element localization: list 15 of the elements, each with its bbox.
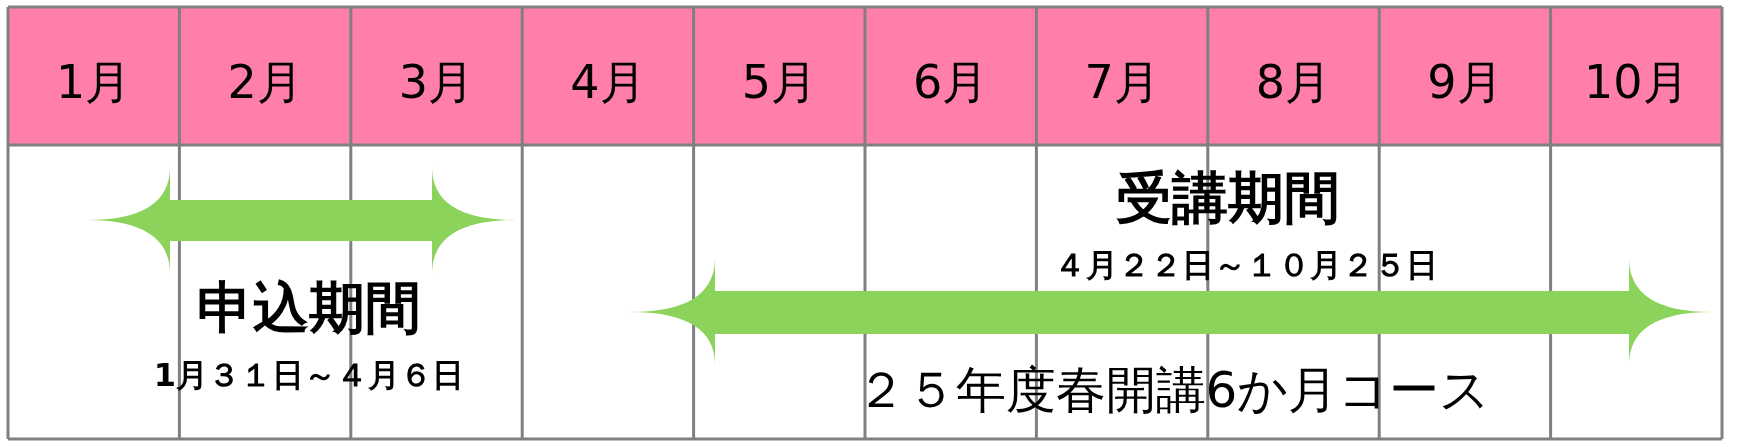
month-header: 6月 [865, 7, 1037, 145]
period-title: 申込期間 [197, 280, 421, 336]
period-title: 受講期間 [1116, 170, 1340, 226]
date-range: 1月３１日～４月６日 [153, 359, 465, 391]
month-header: 7月 [1036, 7, 1208, 145]
month-header: 2月 [179, 7, 351, 145]
month-header: 5月 [693, 7, 865, 145]
month-header: 1月 [8, 7, 180, 145]
date-range: ４月２２日～１０月２５日 [1054, 249, 1438, 281]
month-header: 9月 [1379, 7, 1551, 145]
month-header: 8月 [1207, 7, 1380, 145]
course-name: ２５年度春開講6か月コース [855, 365, 1491, 415]
month-header: 4月 [522, 7, 694, 145]
month-header: 3月 [350, 7, 523, 145]
month-header: 10月 [1550, 7, 1722, 145]
